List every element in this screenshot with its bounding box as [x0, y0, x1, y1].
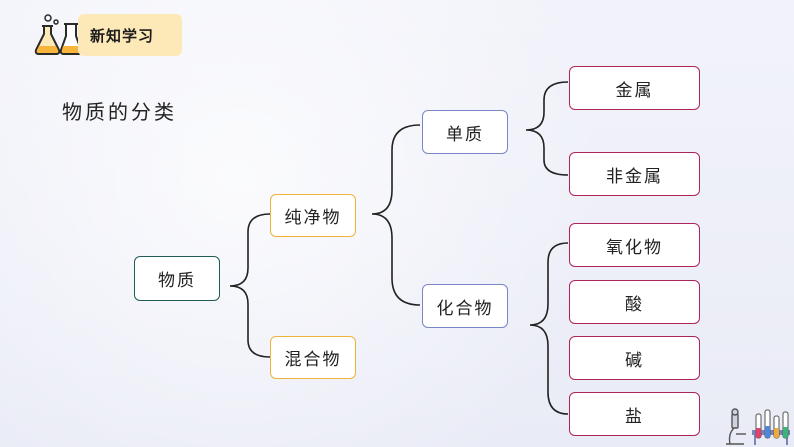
node-pure-substance: 纯净物: [270, 194, 356, 237]
node-root: 物质: [134, 256, 220, 301]
node-metal: 金属: [569, 66, 700, 110]
lab-flask-icon: [34, 14, 83, 55]
node-salt: 盐: [569, 392, 700, 436]
bracket-compound: [529, 242, 569, 415]
node-acid: 酸: [569, 280, 700, 324]
node-oxide: 氧化物: [569, 223, 700, 267]
node-nonmetal: 非金属: [569, 152, 700, 196]
bracket-element: [525, 81, 569, 176]
page-title: 物质的分类: [62, 100, 177, 124]
bracket-root: [229, 213, 271, 358]
node-compound: 化合物: [422, 284, 508, 328]
node-element: 单质: [422, 110, 508, 154]
lab-equipment-icon: [726, 408, 790, 445]
node-mixture: 混合物: [270, 336, 356, 379]
node-base: 碱: [569, 336, 700, 380]
section-label: 新知学习: [78, 14, 182, 56]
bracket-pure: [371, 124, 421, 306]
